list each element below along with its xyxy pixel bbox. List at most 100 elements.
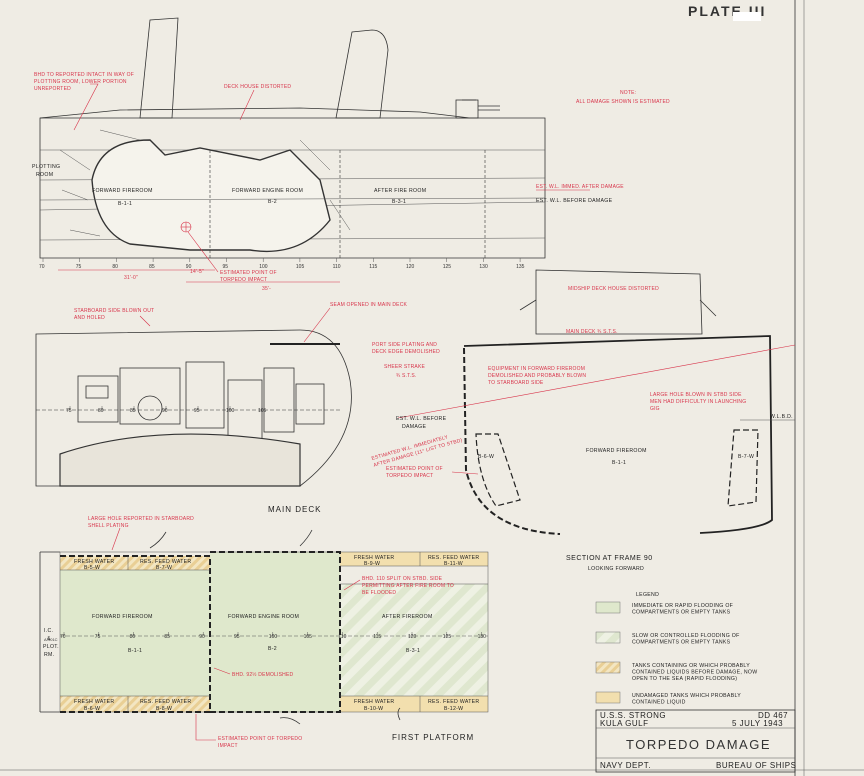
seam-opened: SEAM OPENED IN MAIN DECK bbox=[330, 302, 407, 308]
legend-label: COMPARTMENTS OR EMPTY TANKS bbox=[632, 640, 731, 646]
legend-swatch bbox=[595, 601, 621, 614]
deck-frame-label: 80 bbox=[98, 408, 104, 414]
fp-frame-extra: A-901C bbox=[44, 637, 58, 642]
profile-fwd-engine: FORWARD ENGINE ROOM bbox=[232, 188, 303, 194]
deck-frame-label: 85 bbox=[130, 408, 136, 414]
section-impact-2: TORPEDO IMPACT bbox=[386, 473, 433, 479]
tb-hull: DD 467 bbox=[758, 711, 788, 720]
tank-bot-1: FRESH WATER bbox=[74, 699, 114, 705]
note-title: NOTE: bbox=[620, 90, 636, 96]
profile-wl-immed: EST. W.L. IMMED. AFTER DAMAGE bbox=[536, 184, 624, 190]
ic-3: PLOT. bbox=[43, 644, 59, 650]
fp-frame-label: 115 bbox=[373, 634, 381, 640]
deck-frame-label: 75 bbox=[66, 408, 72, 414]
tb-date: 5 JULY 1943 bbox=[732, 719, 783, 728]
tank-top-1: FRESH WATER bbox=[74, 559, 114, 565]
fp-frame-label: 125 bbox=[443, 634, 452, 640]
profile-after-fire: AFTER FIRE ROOM bbox=[374, 188, 426, 194]
bhd-110-2: PERMITTING AFTER FIRE ROOM TO bbox=[362, 583, 454, 589]
fp-frame-label: 75 bbox=[95, 634, 101, 640]
ic-4: RM. bbox=[44, 652, 54, 658]
profile-frame-label: 115 bbox=[369, 264, 377, 270]
section-view: B-6-W B-7-W FORWARD FIREROOM B-1-1 MIDSH… bbox=[371, 269, 796, 572]
main-deck-sts: MAIN DECK ¾ S.T.S. bbox=[566, 329, 618, 335]
profile-frame-label: 105 bbox=[296, 264, 305, 270]
fp-large-hole-2: SHELL PLATING bbox=[88, 523, 129, 529]
fp-frame-label: 85 bbox=[164, 634, 170, 640]
large-hole-1: LARGE HOLE BLOWN IN STBD SIDE bbox=[650, 392, 742, 398]
deck-frame-label: 90 bbox=[162, 408, 168, 414]
fp-fwd-fireroom-fill bbox=[60, 570, 210, 696]
profile-fwd-fireroom: FORWARD FIREROOM bbox=[92, 188, 153, 194]
fp-impact-2: IMPACT bbox=[218, 743, 238, 749]
first-platform-view: I.C. & PLOT. RM. FRESH WATER B-5-W RES. … bbox=[39, 516, 489, 749]
tank-bot-4-code: B-12-W bbox=[444, 706, 463, 712]
fp-fwd-engine: FORWARD ENGINE ROOM bbox=[228, 614, 299, 620]
profile-frame-label: 85 bbox=[149, 264, 155, 270]
bhd-intact-1: BHD TO REPORTED INTACT IN WAY OF bbox=[34, 72, 134, 78]
bhd-intact-2: PLOTTING ROOM, LOWER PORTION bbox=[34, 79, 127, 85]
dim-1: 31'-0" bbox=[124, 275, 138, 281]
fp-frame-label: 120 bbox=[408, 634, 417, 640]
section-compartment: FORWARD FIREROOM bbox=[586, 448, 647, 454]
profile-impact-2: TORPEDO IMPACT bbox=[220, 277, 267, 283]
main-deck-outline bbox=[35, 329, 352, 487]
legend-label: TANKS CONTAINING OR WHICH PROBABLY bbox=[632, 663, 750, 669]
deck-house-distorted: DECK HOUSE DISTORTED bbox=[224, 84, 291, 90]
tb-title: TORPEDO DAMAGE bbox=[626, 737, 771, 752]
legend-title: LEGEND bbox=[636, 592, 659, 598]
section-hull-stbd bbox=[463, 335, 773, 534]
fp-frame-label: 110 bbox=[338, 634, 346, 640]
fp-after-fireroom-fill bbox=[340, 584, 488, 696]
fp-fwd-engine-code: B-2 bbox=[268, 646, 277, 652]
hull-outline bbox=[39, 117, 546, 259]
section-wl-before-2: DAMAGE bbox=[402, 424, 427, 430]
fp-impact-1: ESTIMATED POINT OF TORPEDO bbox=[218, 736, 302, 742]
fp-fwd-engine-fill bbox=[210, 552, 340, 712]
section-hull-port bbox=[463, 347, 561, 535]
profile-frame-label: 90 bbox=[186, 264, 192, 270]
plate-label-tape bbox=[733, 12, 761, 21]
profile-frame-label: 110 bbox=[333, 264, 341, 270]
tank-bot-3: FRESH WATER bbox=[354, 699, 394, 705]
after-stack bbox=[335, 29, 389, 119]
profile-frame-label: 75 bbox=[76, 264, 82, 270]
profile-view: FORWARD FIREROOM B-1-1 FORWARD ENGINE RO… bbox=[32, 17, 624, 292]
legend-label: COMPARTMENTS OR EMPTY TANKS bbox=[632, 610, 731, 616]
legend-label: CONTAINED LIQUID bbox=[632, 700, 686, 706]
deck-frame-label: 100 bbox=[226, 408, 235, 414]
tank-top-2: RES. FEED WATER bbox=[140, 559, 191, 565]
note-text: ALL DAMAGE SHOWN IS ESTIMATED bbox=[576, 99, 670, 105]
large-hole-2: MEN HAD DIFFICULTY IN LAUNCHING bbox=[650, 399, 746, 405]
deck-frame-label: 95 bbox=[194, 408, 200, 414]
damage-hole bbox=[91, 139, 331, 253]
fp-after-fireroom-code: B-3-1 bbox=[406, 648, 420, 654]
tb-bureau: BUREAU OF SHIPS bbox=[716, 761, 796, 770]
deck-frame-label: 105 bbox=[258, 408, 267, 414]
plotting-room-2: ROOM bbox=[36, 172, 53, 178]
profile-fwd-fireroom-code: B-1-1 bbox=[118, 201, 132, 207]
profile-frame-label: 100 bbox=[259, 264, 268, 270]
equipment-2: DEMOLISHED AND PROBABLY BLOWN bbox=[488, 373, 586, 379]
bhd-110-3: BE FLOODED bbox=[362, 590, 396, 596]
tank-bot-1-code: B-6-W bbox=[84, 706, 100, 712]
legend-label: CONTAINED LIQUIDS BEFORE DAMAGE, NOW bbox=[632, 670, 757, 676]
profile-frame-label: 135 bbox=[516, 264, 525, 270]
equipment-3: TO STARBOARD SIDE bbox=[488, 380, 544, 386]
midship-distorted: MIDSHIP DECK HOUSE DISTORTED bbox=[568, 286, 659, 292]
fp-fwd-fireroom: FORWARD FIREROOM bbox=[92, 614, 153, 620]
tb-location: KULA GULF bbox=[600, 719, 649, 728]
bhd-92: BHD. 92½ DEMOLISHED bbox=[232, 671, 294, 678]
profile-frame-label: 130 bbox=[479, 264, 488, 270]
tank-top-1-code: B-5-W bbox=[84, 565, 100, 571]
profile-frame-label: 95 bbox=[223, 264, 229, 270]
forward-stack bbox=[139, 17, 179, 119]
section-tank-right: B-7-W bbox=[738, 454, 754, 460]
profile-frame-label: 125 bbox=[443, 264, 452, 270]
tank-top-4: RES. FEED WATER bbox=[428, 555, 479, 561]
tb-ship: U.S.S. STRONG bbox=[600, 711, 666, 720]
profile-frame-label: 70 bbox=[39, 264, 45, 270]
fp-frame-label: 130 bbox=[478, 634, 487, 640]
